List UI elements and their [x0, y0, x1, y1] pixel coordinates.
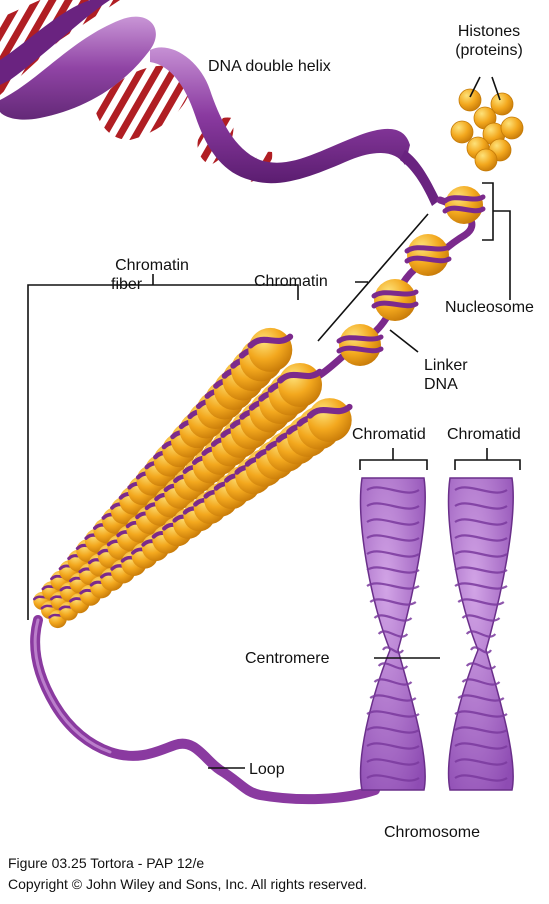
label-chromatin: Chromatin: [254, 273, 328, 290]
label-nucleosome: Nucleosome: [445, 299, 534, 316]
nucleosome-bracket: [482, 182, 511, 300]
histones-leader: [469, 76, 501, 101]
label-chromatin-fiber: Chromatin fiber: [102, 256, 202, 294]
label-dna-double-helix: DNA double helix: [208, 58, 331, 75]
leader-lines: [27, 76, 521, 769]
histone-ball: [474, 148, 498, 172]
label-loop: Loop: [249, 761, 285, 778]
chromatin-leader: [317, 213, 429, 342]
figure-caption: Figure 03.25 Tortora - PAP 12/e: [8, 855, 205, 871]
fiber-bead: [277, 363, 323, 407]
dna-loop: [30, 615, 380, 805]
label-histones-line2: (proteins): [455, 42, 523, 59]
label-linker-dna-line1: Linker: [424, 357, 468, 374]
label-histones: Histones (proteins): [445, 22, 533, 60]
histone-ball: [458, 88, 482, 112]
histone-ball: [450, 120, 474, 144]
label-chromatin-fiber-line1: Chromatin: [115, 257, 189, 274]
chromosome: [359, 477, 514, 791]
nucleosome: [336, 324, 384, 366]
histone-ball: [500, 116, 524, 140]
histone-ball: [490, 92, 514, 116]
chromatin-fiber-bracket: [27, 274, 299, 620]
chromatid-left-bracket: [359, 448, 428, 470]
fiber-bead: [306, 398, 353, 443]
chromatid-left: [359, 477, 426, 791]
fiber-bead: [247, 327, 294, 372]
nucleosome: [404, 234, 452, 276]
label-chromatid-right: Chromatid: [447, 426, 521, 443]
chromatid-right: [447, 477, 514, 791]
chromatid-right-bracket: [454, 448, 521, 470]
nucleosomes: [336, 186, 486, 366]
nucleosome: [442, 186, 486, 224]
linker-dna-leader: [389, 329, 419, 353]
label-histones-line1: Histones: [457, 23, 521, 40]
label-chromatid-left: Chromatid: [352, 426, 426, 443]
nucleosome: [371, 279, 419, 321]
label-linker-dna-line2: DNA: [424, 376, 458, 393]
label-linker-dna: Linker DNA: [424, 356, 468, 394]
copyright-notice: Copyright © John Wiley and Sons, Inc. Al…: [8, 876, 367, 892]
label-chromatin-fiber-line2: fiber: [111, 276, 143, 293]
label-centromere: Centromere: [245, 650, 330, 667]
histone-cluster: [450, 88, 524, 172]
chromatin-fiber: [32, 327, 353, 629]
dna-double-helix: [0, 0, 440, 206]
label-chromosome: Chromosome: [384, 824, 481, 841]
